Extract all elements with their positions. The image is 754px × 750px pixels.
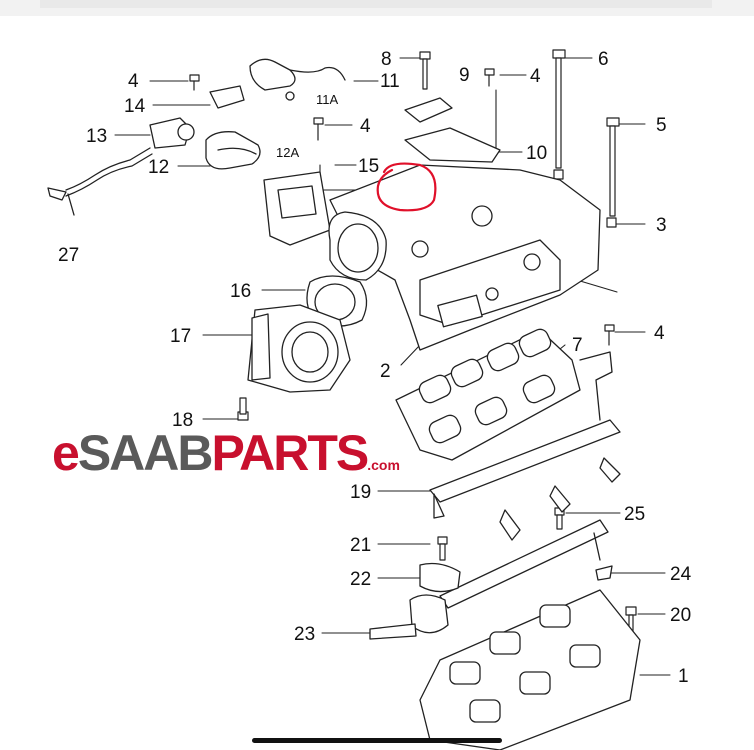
home-indicator[interactable] (252, 738, 502, 743)
callout-4c: 4 (360, 116, 371, 137)
logo-parts: PARTS (211, 425, 370, 481)
callout-12: 12 (148, 157, 170, 178)
callout-4d: 4 (654, 323, 665, 344)
logo-saab: SAAB (77, 425, 214, 481)
callout-27: 27 (58, 245, 80, 266)
callout-7: 7 (572, 335, 583, 356)
callout-6: 6 (598, 49, 609, 70)
callout-23: 23 (294, 624, 316, 645)
callout-8: 8 (381, 49, 392, 70)
manifold-gasket (395, 328, 581, 461)
logo-com: .com (367, 457, 400, 473)
callout-1: 1 (678, 666, 689, 687)
bolt-icons (189, 49, 637, 660)
esaabparts-logo: eSAABPARTS.com (52, 428, 400, 478)
callout-4: 4 (128, 71, 139, 92)
callout-4b: 4 (530, 66, 541, 87)
callout-3: 3 (656, 215, 667, 236)
highlight-circle (376, 162, 437, 212)
top-bar (0, 0, 754, 16)
callout-5: 5 (656, 115, 667, 136)
intake-manifold (328, 97, 601, 351)
callout-12a: 12A (276, 145, 300, 160)
callout-25: 25 (624, 504, 646, 525)
lower-rail (369, 519, 613, 640)
callout-11: 11 (380, 71, 400, 92)
callout-18: 18 (172, 410, 194, 431)
top-bar-strip (40, 0, 712, 8)
callout-17: 17 (170, 326, 192, 347)
logo-e: e (52, 425, 80, 481)
callout-14: 14 (124, 96, 146, 117)
callout-10: 10 (526, 143, 548, 164)
callout-21: 21 (350, 535, 372, 556)
fuel-rail (429, 351, 621, 541)
callout-13: 13 (86, 126, 108, 147)
lower-manifold (419, 589, 641, 750)
callout-19: 19 (350, 482, 372, 503)
callout-24: 24 (670, 564, 692, 585)
callout-9: 9 (459, 65, 470, 86)
callout-22: 22 (350, 569, 372, 590)
callout-11a: 11A (316, 92, 339, 107)
callout-2: 2 (380, 361, 391, 382)
callout-20: 20 (670, 605, 692, 626)
sensor-assemblies (47, 58, 346, 246)
callout-16: 16 (230, 281, 252, 302)
throttle-body (247, 275, 368, 393)
callout-15: 15 (358, 156, 380, 177)
